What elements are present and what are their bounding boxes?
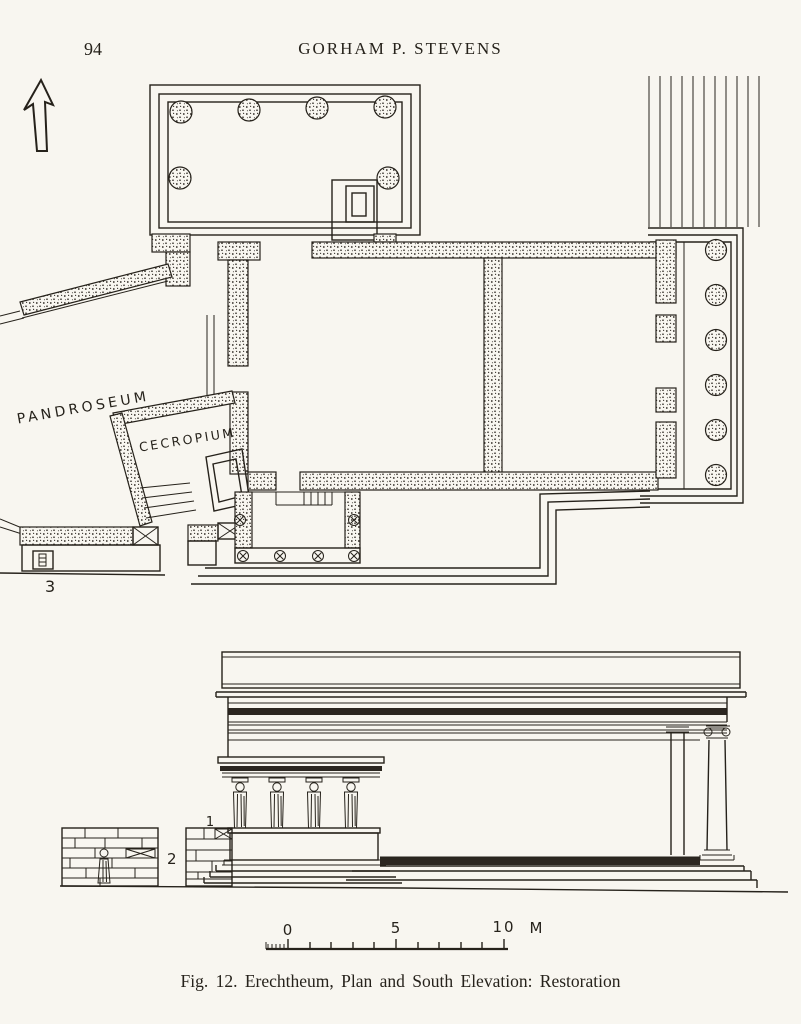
cecropium-label: CECROPIUM bbox=[138, 425, 237, 455]
running-head: GORHAM P. STEVENS bbox=[298, 39, 503, 58]
stylobate-steps bbox=[59, 856, 789, 893]
scale-label-10: 10 bbox=[492, 918, 515, 936]
elevation-marker-1: 1 bbox=[206, 815, 214, 830]
cella-walls bbox=[217, 233, 677, 491]
elevation-marker-2: 2 bbox=[167, 850, 177, 868]
page-number: 94 bbox=[84, 39, 102, 59]
scale-label-0: 0 bbox=[283, 921, 294, 939]
scale-bar: 0 5 10 M bbox=[265, 918, 543, 951]
human-figure bbox=[97, 848, 111, 884]
pandroseum-area: PANDROSEUM bbox=[0, 233, 215, 428]
north-porch bbox=[149, 84, 421, 241]
east-porch bbox=[640, 227, 744, 504]
south-terrace-walls: 3 bbox=[0, 482, 243, 596]
caryatid-porch-elevation bbox=[203, 756, 402, 884]
altar-structure bbox=[331, 179, 378, 241]
plan-marker-3: 3 bbox=[45, 577, 55, 596]
plan: PANDROSEUM CECROPIUM 3 bbox=[0, 76, 760, 596]
caryatid-porch-plan bbox=[191, 490, 651, 585]
main-entablature bbox=[215, 651, 747, 757]
east-columns bbox=[666, 721, 735, 861]
masonry-wall-2: 2 bbox=[61, 827, 177, 887]
elevation: 1 2 bbox=[59, 651, 789, 893]
north-arrow-icon bbox=[23, 77, 55, 152]
masonry-wall-1: 1 bbox=[185, 815, 233, 887]
terrace-steps bbox=[648, 76, 760, 227]
scale-unit: M bbox=[530, 919, 543, 937]
figure-caption: Fig. 12. Erechtheum, Plan and South Elev… bbox=[180, 971, 621, 991]
scale-label-5: 5 bbox=[391, 919, 402, 937]
cecropium-enclosure: CECROPIUM bbox=[109, 390, 251, 527]
